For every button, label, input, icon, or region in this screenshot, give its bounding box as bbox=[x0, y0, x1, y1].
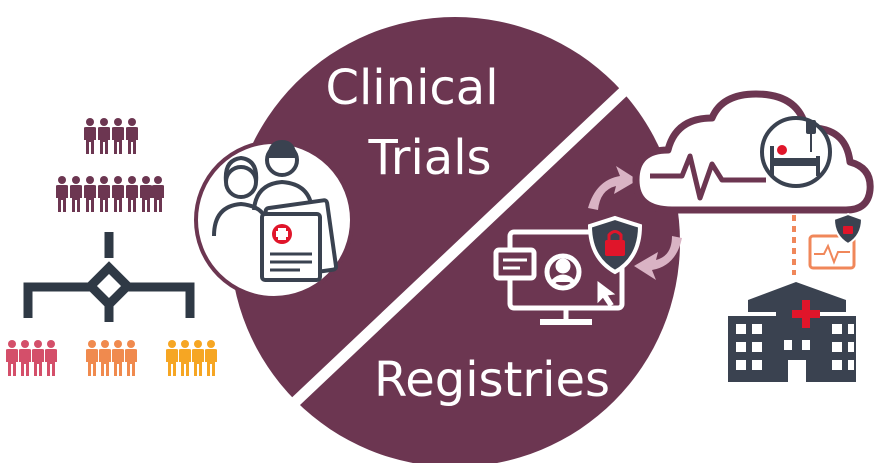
security-shield-icon bbox=[587, 215, 643, 275]
trials-label: Trials bbox=[368, 130, 492, 186]
org-tree-icon bbox=[23, 232, 195, 322]
hospital-bed-icon bbox=[760, 116, 832, 188]
registries-label: Registries bbox=[374, 352, 610, 408]
people-group-red-icon bbox=[6, 340, 57, 376]
diagonal-divider bbox=[288, 72, 644, 409]
people-group-orange-icon bbox=[86, 340, 137, 376]
people-group-yellow-icon bbox=[166, 340, 217, 376]
doctors-with-document-icon bbox=[194, 140, 354, 300]
sync-arrows-icon bbox=[588, 166, 682, 280]
hospital-building-icon bbox=[728, 282, 856, 382]
computer-patient-icon bbox=[493, 229, 625, 325]
cloud-vitals-icon bbox=[632, 90, 874, 214]
vitals-monitor-icon bbox=[808, 212, 864, 270]
people-group-icon bbox=[56, 118, 164, 212]
clinical-label: Clinical bbox=[325, 60, 499, 116]
